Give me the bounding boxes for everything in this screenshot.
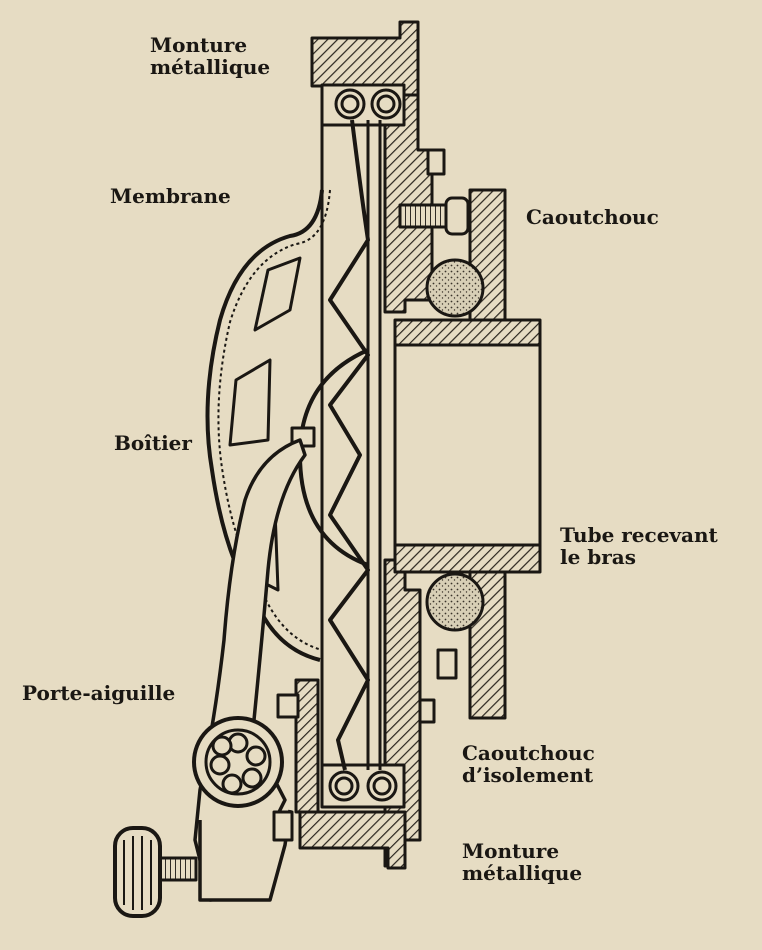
label-monture-top-line1: Monture [150,33,248,57]
top-screw-head [444,196,470,236]
small-screw-2 [436,648,458,680]
bottom-metal-mount [298,810,407,870]
thumb-screw-thread [156,856,198,882]
label-membrane: Membrane [110,184,231,208]
side-block [294,678,320,814]
small-screw-3 [418,698,436,724]
bearing-bottom [320,763,406,809]
tube-housing-bottom [393,543,542,574]
label-tube-line1: Tube recevant [560,523,718,547]
small-screw-1 [426,148,446,176]
label-caoutchouc: Caoutchouc [526,205,659,229]
label-monture-top: Monture métallique [150,34,270,78]
rubber-ring-bottom [425,572,485,632]
label-tube-line2: le bras [560,545,637,569]
label-boitier: Boîtier [114,431,192,455]
small-screw-4 [276,693,300,719]
thumb-screw-knob [113,826,162,918]
tube-interior [393,343,542,547]
top-screw-thread [398,203,450,229]
label-monture-bottom-line1: Monture [462,839,560,863]
window-2 [228,358,272,447]
label-caoutchouc-isolement-line2: d’isolement [462,763,594,787]
membrane-zigzag [328,119,370,771]
bearing-top [320,83,406,127]
window-1 [253,256,302,332]
rubber-ring-top [425,258,485,318]
label-tube: Tube recevant le bras [560,524,718,568]
label-monture-top-line2: métallique [150,55,271,79]
tube-housing-top [393,318,542,347]
label-monture-bottom-line2: métallique [462,861,583,885]
label-monture-bottom: Monture métallique [462,840,582,884]
label-caoutchouc-isolement: Caoutchouc d’isolement [462,742,595,786]
small-screw-5 [272,810,294,842]
label-caoutchouc-isolement-line1: Caoutchouc [462,741,595,765]
label-porte-aiguille: Porte-aiguille [22,681,176,705]
